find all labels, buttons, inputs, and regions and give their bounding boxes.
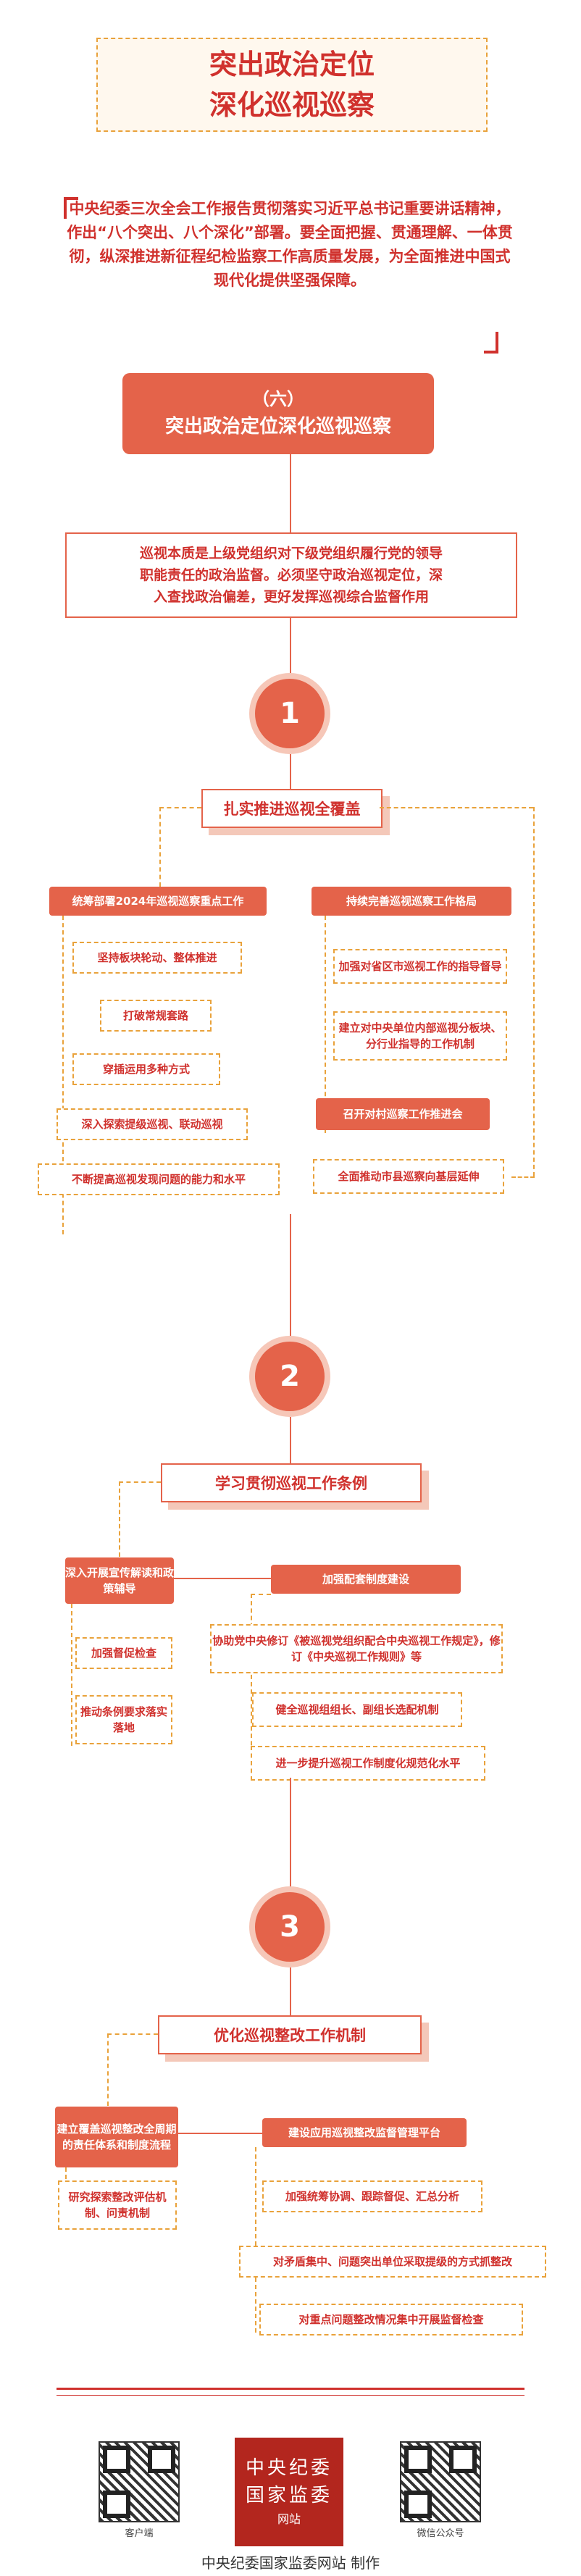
section-title-box: （六） 突出政治定位深化巡视巡察 (122, 373, 434, 454)
part2-left-item: 推动条例要求落实落地 (75, 1695, 172, 1744)
connector-line (119, 1481, 120, 1557)
part2-number-badge: 2 (255, 1342, 325, 1411)
part1-left-item: 不断提高巡视发现问题的能力和水平 (38, 1163, 280, 1195)
part2-right-header: 加强配套制度建设 (271, 1565, 461, 1594)
connector-line (107, 2033, 158, 2035)
qr-right-caption: 微信公众号 (417, 2528, 464, 2539)
part2-right-item: 健全巡视组组长、副组长选配机制 (252, 1692, 462, 1727)
part1-left-header: 统筹部署2024年巡视巡察重点工作 (49, 887, 267, 916)
part1-right-item: 建立对中央单位内部巡视分板块、分行业指导的工作机制 (333, 1011, 507, 1061)
connector-line (380, 807, 533, 808)
part2-right-item: 协助党中央修订《被巡视党组织配合中央巡视工作规定》，修订《中央巡视工作规则》等 (210, 1624, 503, 1673)
connector-line (325, 916, 326, 1133)
qr-code-left-icon (99, 2441, 180, 2522)
part3-right-item: 加强统筹协调、跟踪督促、汇总分析 (262, 2180, 482, 2212)
bracket-left-icon (64, 197, 78, 219)
logo-line-1: 中央纪委 (245, 2457, 333, 2479)
connector-line (290, 1778, 291, 1889)
definition-box: 巡视本质是上级党组织对下级党组织履行党的领导 职能责任的政治监督。必须坚守政治巡… (65, 532, 517, 618)
section-title: 突出政治定位深化巡视巡察 (164, 416, 391, 438)
part3-heading: 优化巡视整改工作机制 (158, 2015, 422, 2054)
part3-left-header: 建立覆盖巡视整改全周期的责任体系和制度流程 (55, 2107, 178, 2167)
connector-line (290, 454, 291, 532)
site-logo: 中央纪委 国家监委 网站 (235, 2438, 343, 2546)
qr-code-right-icon (400, 2441, 481, 2522)
connector-line (255, 2147, 256, 2333)
part1-left-item: 坚持板块轮动、整体推进 (72, 942, 242, 974)
part3-right-item: 对矛盾集中、问题突出单位采取提级的方式抓整改 (239, 2246, 546, 2278)
definition-line-1: 巡视本质是上级党组织对下级党组织履行党的领导 (139, 545, 443, 561)
connector-line (533, 807, 535, 1176)
connector-line (119, 1481, 161, 1483)
part1-heading: 扎实推进巡视全覆盖 (201, 789, 383, 828)
definition-line-3: 入查找政治偏差，更好发挥巡视综合监督作用 (153, 589, 429, 605)
connector-line (62, 916, 64, 1234)
connector-line (290, 754, 291, 789)
part1-right-item-2: 全面推动市县巡察向基层延伸 (313, 1159, 504, 1194)
footer-rule-thin (57, 2395, 524, 2396)
footer-rule (57, 2388, 524, 2390)
connector-line (290, 1967, 291, 2015)
qr-left-caption: 客户端 (125, 2528, 154, 2539)
connector-line (159, 807, 161, 887)
part3-number-badge: 3 (255, 1892, 325, 1962)
part1-right-header-2: 召开对村巡察工作推进会 (316, 1098, 490, 1130)
footer-credit: 中央纪委国家监委网站 制作 (201, 2554, 380, 2572)
title-box: 突出政治定位 深化巡视巡察 (96, 38, 488, 132)
connector-line (290, 1214, 291, 1339)
intro-paragraph: 中央纪委三次全会工作报告贯彻落实习近平总书记重要讲话精神，作出“八个突出、八个深… (67, 200, 513, 289)
section-number: （六） (252, 389, 304, 409)
part1-right-item: 加强对省区市巡视工作的指导督导 (333, 949, 507, 984)
connector-line (159, 807, 201, 808)
connector-line (174, 1578, 271, 1579)
connector-line (178, 2133, 262, 2134)
part1-right-header: 持续完善巡视巡察工作格局 (312, 887, 511, 916)
definition-line-2: 职能责任的政治监督。必须坚守政治巡视定位，深 (139, 567, 443, 583)
part2-left-header: 深入开展宣传解读和政策辅导 (65, 1557, 174, 1604)
part2-heading: 学习贯彻巡视工作条例 (161, 1463, 422, 1502)
connector-line (251, 1594, 271, 1595)
part1-left-item: 打破常规套路 (100, 1000, 212, 1032)
part3-right-item: 对重点问题整改情况集中开展监督检查 (259, 2304, 523, 2335)
part2-right-item: 进一步提升巡视工作制度化规范化水平 (251, 1746, 485, 1781)
connector-line (71, 1604, 72, 1746)
part1-number-badge: 1 (255, 679, 325, 748)
part2-left-item: 加强督促检查 (75, 1637, 172, 1669)
connector-line (251, 1594, 252, 1775)
logo-line-2: 国家监委 (245, 2485, 333, 2506)
connector-line (511, 1176, 535, 1178)
part1-left-item: 深入探索提级巡视、联动巡视 (57, 1108, 248, 1140)
connector-line (290, 618, 291, 676)
part3-right-header: 建设应用巡视整改监督管理平台 (262, 2118, 467, 2147)
logo-line-3: 网站 (277, 2512, 301, 2526)
part3-left-item: 研究探索整改评估机制、问责机制 (58, 2180, 177, 2230)
title-line-2: 深化巡视巡察 (209, 89, 375, 121)
title-line-1: 突出政治定位 (209, 49, 375, 80)
part1-left-item: 穿插运用多种方式 (72, 1053, 220, 1085)
connector-line (107, 2033, 109, 2106)
connector-line (290, 1417, 291, 1463)
bracket-right-icon (484, 332, 498, 354)
